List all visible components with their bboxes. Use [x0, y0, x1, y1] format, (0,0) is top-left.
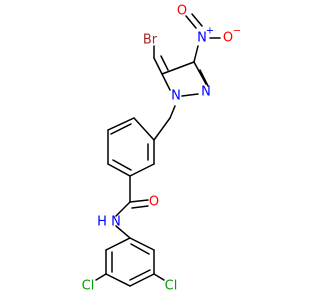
bond-cl-right	[153, 273, 165, 281]
bond-ring-1	[133, 117, 155, 141]
bond-carbonyl-o-double	[131, 205, 149, 209]
bond-c4-c5	[153, 57, 163, 75]
atom-n-pyrazole-1: N	[171, 89, 181, 104]
background	[0, 0, 300, 300]
bond-n1-ch2	[169, 105, 176, 119]
bond-c3-n2-double	[199, 69, 209, 87]
molecule-structure-diagram: Br N + O − O N N O N H Cl Cl	[0, 0, 300, 300]
atom-labels: Br N + O − O N N O N H Cl Cl	[82, 4, 242, 294]
bond-dcp-4-double	[129, 269, 151, 281]
bond-n-o-double-2	[191, 13, 203, 27]
bond-carbonyl-n	[115, 201, 131, 217]
bonds	[95, 13, 221, 287]
bond-ring-4	[107, 163, 131, 177]
bond-ch2-c3-benzene	[153, 117, 171, 141]
bond-ring-5	[129, 163, 155, 177]
bond-carbonyl-o	[129, 199, 149, 203]
bond-n2-n1	[181, 93, 199, 97]
bond-n-o-double	[185, 15, 197, 29]
atom-o-amide: O	[149, 195, 159, 210]
bond-c4-c3	[161, 61, 195, 75]
atom-h-amide: H	[97, 215, 107, 230]
bond-cl-left	[95, 273, 107, 281]
bond-n-aryl	[115, 225, 131, 239]
charge-o-nitro: −	[233, 26, 241, 37]
bond-dcp-6-double	[130, 243, 150, 255]
atom-br: Br	[143, 33, 158, 48]
bond-dcp-1	[105, 237, 131, 251]
atom-o-nitro-double: O	[177, 4, 187, 19]
bond-n1-c5	[161, 73, 171, 91]
atom-n-nitro: N	[197, 31, 207, 46]
atom-n-pyrazole-2: N	[201, 85, 211, 100]
bond-c3-n-nitro	[193, 45, 199, 63]
bond-c4-c5-double	[160, 55, 169, 71]
bond-c3-n2	[193, 61, 207, 85]
bond-ring-4-double	[112, 159, 132, 171]
atom-cl-right: Cl	[165, 279, 178, 294]
bond-dcp-6	[129, 237, 155, 251]
atom-cl-left: Cl	[82, 279, 95, 294]
bond-ring-2	[107, 117, 135, 131]
charge-n-nitro: +	[206, 26, 214, 37]
bond-dcp-3	[105, 273, 131, 287]
bond-ring-2-double	[110, 123, 132, 135]
atom-n-amide: N	[111, 215, 121, 230]
bond-dcp-4	[129, 273, 155, 287]
atom-o-nitro-single: O	[223, 31, 233, 46]
